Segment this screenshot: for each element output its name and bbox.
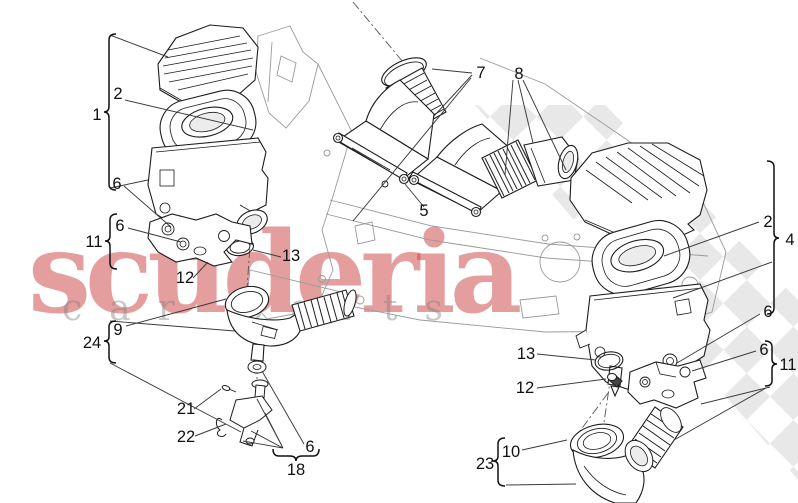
callout-lines <box>109 34 773 486</box>
part-number-label-10: 10 <box>502 443 520 461</box>
part-number-label-6: 6 <box>759 341 768 359</box>
part-number-label-12: 12 <box>176 269 194 287</box>
part-number-label-24: 24 <box>83 334 101 352</box>
right-corrugated-hose <box>624 406 684 473</box>
lower-mounting-bracket <box>215 379 273 447</box>
right-bolt <box>607 373 623 388</box>
intake-bellows-duct-left <box>365 57 447 160</box>
part-number-label-5: 5 <box>419 202 428 220</box>
part-number-label-11: 11 <box>85 233 102 251</box>
intake-mouth-left <box>332 120 429 188</box>
part-number-label-6: 6 <box>305 438 314 456</box>
part-number-label-4: 4 <box>785 231 794 249</box>
part-number-label-13: 13 <box>517 345 535 363</box>
part-number-label-22: 22 <box>177 428 195 446</box>
watermark-text-layer: scuderia car parts <box>28 208 526 339</box>
part-number-label-6: 6 <box>112 175 121 193</box>
part-number-label-13: 13 <box>282 247 300 265</box>
part-number-label-2: 2 <box>113 85 122 103</box>
part-number-label-2: 2 <box>763 213 772 231</box>
left-intake-elbow-duct <box>224 285 304 372</box>
left-corrugated-hose <box>291 289 357 332</box>
right-gasket-o-ring <box>594 351 624 371</box>
right-mounting-bracket-plate <box>627 359 707 409</box>
part-number-label-18: 18 <box>287 461 305 479</box>
right-filter-element <box>591 220 691 296</box>
part-number-label-11: 11 <box>779 356 796 374</box>
part-number-label-1: 1 <box>92 106 101 124</box>
right-intake-elbow-duct <box>569 423 645 503</box>
part-number-label-9: 9 <box>113 321 122 339</box>
part-number-label-8: 8 <box>514 65 523 83</box>
part-number-label-6: 6 <box>115 217 124 235</box>
part-number-label-21: 21 <box>177 400 195 418</box>
part-number-label-23: 23 <box>476 455 494 473</box>
left-grommet-washer <box>247 360 267 374</box>
left-mounting-bracket-plate <box>147 213 253 267</box>
part-number-label-7: 7 <box>476 64 485 82</box>
intake-bellows-duct-right <box>481 136 579 199</box>
grouping-braces <box>103 33 780 487</box>
part-number-label-12: 12 <box>516 379 534 397</box>
part-number-label-6: 6 <box>763 303 772 321</box>
